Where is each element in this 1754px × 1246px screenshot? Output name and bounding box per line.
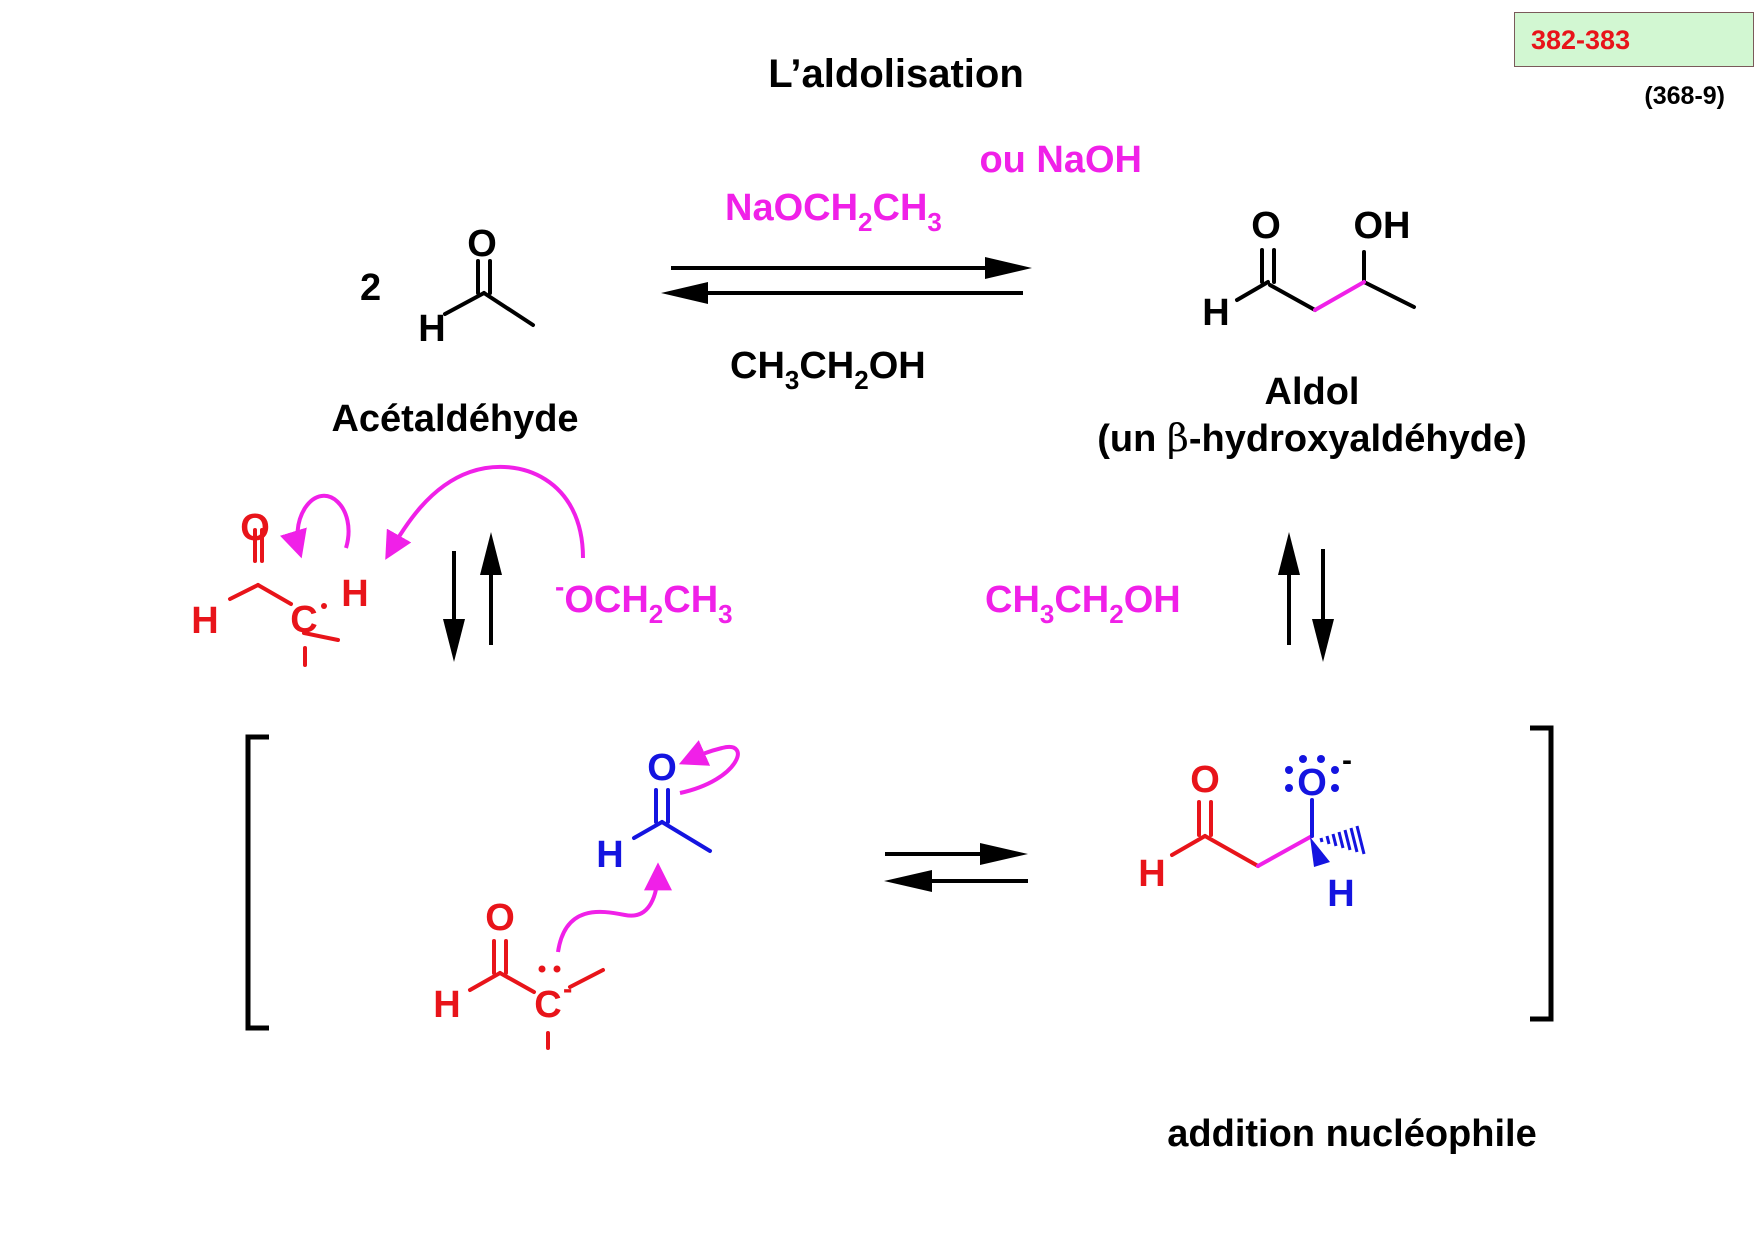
deprotonation-structure [228, 528, 340, 667]
curved-arrow-attack [556, 862, 672, 953]
aldol-description: (un β-hydroxyaldéhyde) [1097, 416, 1526, 460]
right-bracket [1530, 725, 1554, 1022]
acetaldehyde-label: Acétaldéhyde [331, 398, 578, 440]
protonation-ethanol: CH3CH2OH [985, 579, 1181, 629]
aldol-oh: OH [1354, 205, 1411, 247]
reagent-naoh: ou NaOH [979, 139, 1142, 181]
curved-arrow-ethoxide [385, 464, 585, 560]
reagent-sodium-ethoxide: NaOCH2CH3 [725, 187, 942, 237]
curved-arrow-carbonyl [678, 740, 740, 795]
deprot-h-aldehyde: H [191, 600, 218, 642]
deprot-c: C [290, 599, 317, 641]
deprot-o: O [240, 507, 270, 549]
enolate-structure [468, 939, 605, 1050]
enolate-h: H [433, 984, 460, 1026]
coefficient-2: 2 [360, 267, 381, 309]
enolate-charge: - [563, 973, 572, 1004]
deprot-c-dot [321, 603, 327, 609]
curved-arrow-ch-bond [280, 493, 351, 559]
alkoxide-charge: - [1342, 744, 1352, 777]
alkoxide-h-aldehyde: H [1138, 853, 1165, 895]
aldol-structure [1235, 248, 1416, 312]
alkoxide-lone-pairs [1285, 755, 1339, 792]
step-label: addition nucléophile [1167, 1113, 1536, 1155]
acceptor-structure [632, 788, 712, 853]
enolate-lone-pair [553, 965, 561, 973]
alkoxide-structure [1170, 798, 1314, 868]
acceptor-o: O [647, 747, 677, 789]
left-equilibrium-arrows [443, 532, 502, 662]
alkoxide-h: H [1327, 873, 1354, 915]
alkoxide-o-carbonyl: O [1190, 759, 1220, 801]
ethoxide-base: -OCH2CH3 [555, 571, 733, 629]
acetaldehyde-h: H [418, 308, 445, 350]
page-ref-alt: (368-9) [1644, 82, 1725, 110]
left-bracket [245, 734, 269, 1031]
enolate-lone-pair [538, 965, 546, 973]
alkoxide-wedge [1310, 837, 1330, 867]
enolate-o: O [485, 897, 515, 939]
right-equilibrium-arrows [1278, 532, 1334, 662]
top-equilibrium-arrows [661, 257, 1032, 304]
aldol-h: H [1202, 292, 1229, 334]
acetaldehyde-structure [443, 259, 535, 327]
deprot-h-alpha: H [341, 573, 368, 615]
aldol-label: Aldol [1265, 371, 1360, 413]
page-title: L’aldolisation [768, 52, 1024, 96]
aldol-o: O [1251, 205, 1281, 247]
alkoxide-o-minus: O [1297, 762, 1327, 804]
solvent-ethanol: CH3CH2OH [730, 345, 926, 395]
enolate-c: C [534, 984, 561, 1026]
middle-equilibrium-arrows [884, 843, 1028, 892]
acceptor-h: H [596, 834, 623, 876]
acetaldehyde-o: O [467, 223, 497, 265]
alkoxide-hash [1319, 825, 1366, 855]
page-ref-badge: 382-383 [1514, 12, 1754, 67]
